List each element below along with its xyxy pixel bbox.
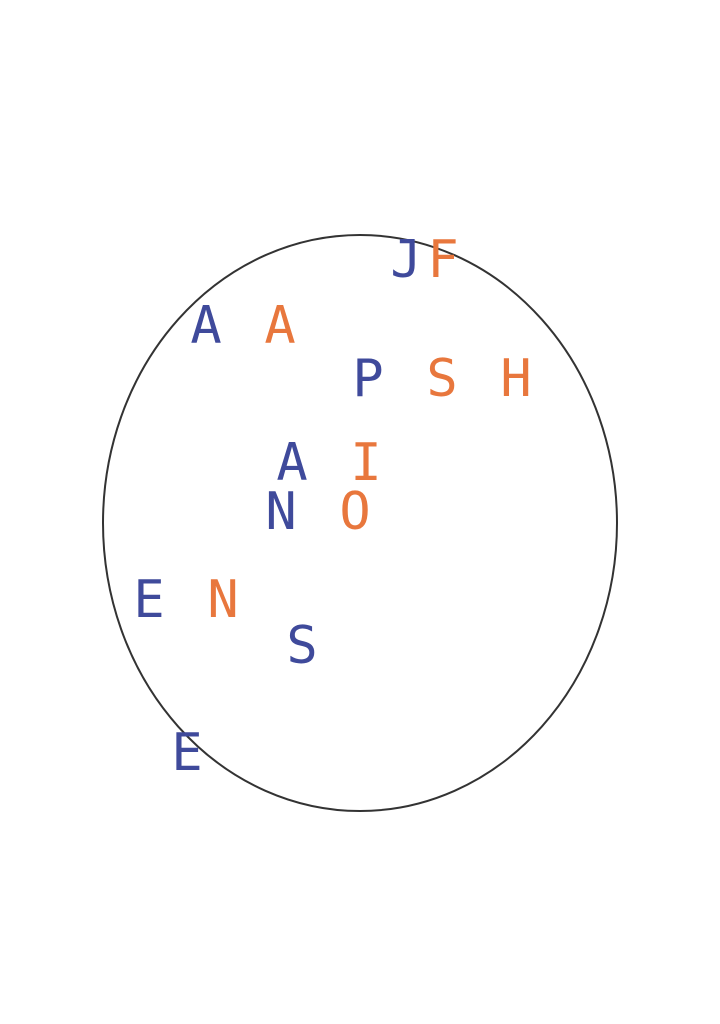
letter-n: N xyxy=(207,570,238,630)
letter-a: A xyxy=(190,296,221,356)
letter-p: P xyxy=(352,349,383,409)
letter-n: N xyxy=(265,482,296,542)
letter-s: S xyxy=(286,616,317,676)
letter-h: H xyxy=(500,349,531,409)
letter-a: A xyxy=(276,433,307,493)
letter-e: E xyxy=(133,570,164,630)
letter-j: J xyxy=(390,230,421,290)
letter-i: I xyxy=(350,433,381,493)
letter-e: E xyxy=(171,723,202,783)
outline-ellipse xyxy=(102,234,618,812)
letter-s: S xyxy=(426,349,457,409)
letter-f: F xyxy=(427,230,458,290)
letter-o: O xyxy=(339,482,370,542)
letter-a: A xyxy=(264,296,295,356)
